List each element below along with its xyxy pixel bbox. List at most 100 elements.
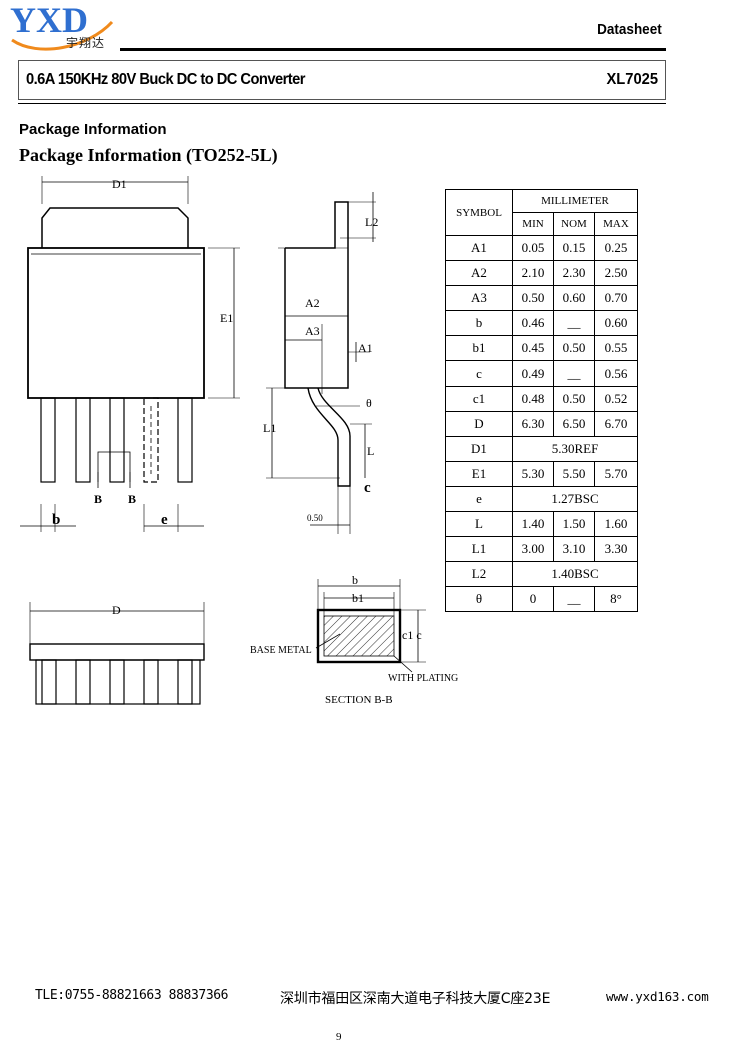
cell-nom: __ — [553, 586, 595, 613]
label-a1: A1 — [358, 341, 373, 355]
label-base-metal: BASE METAL — [250, 645, 312, 656]
footer-phone: TLE:0755-88821663 88837366 — [35, 988, 229, 1003]
cell-symbol: θ — [445, 586, 513, 613]
label-sec-b1: b1 — [352, 591, 364, 605]
cell-max: 0.25 — [594, 234, 638, 262]
cell-min: 0.49 — [512, 360, 554, 387]
label-sec-b: b — [352, 573, 358, 587]
cell-max: 3.30 — [594, 536, 638, 563]
cell-max: 1.60 — [594, 511, 638, 538]
section-bb-view — [315, 579, 426, 673]
cell-max: 8° — [594, 586, 638, 613]
cell-nom: 0.50 — [553, 385, 595, 412]
cell-symbol: b — [445, 310, 513, 337]
cell-nom: 6.50 — [553, 410, 595, 437]
title-bar — [18, 60, 666, 100]
section-subtitle: Package Information (TO252-5L) — [19, 145, 278, 165]
label-050: 0.50 — [307, 513, 323, 523]
header-rule — [120, 48, 666, 51]
cell-max: 6.70 — [594, 410, 638, 437]
cell-min: 2.10 — [512, 260, 554, 287]
cell-max: 0.52 — [594, 385, 638, 412]
cell-max: 0.56 — [594, 360, 638, 387]
part-number: XL7025 — [606, 71, 658, 88]
logo-subtitle: 宇翔达 — [66, 36, 106, 50]
product-title: 0.6A 150KHz 80V Buck DC to DC Converter — [26, 71, 306, 88]
label-b-section-1: B — [94, 492, 102, 506]
cell-symbol: c — [445, 360, 513, 387]
cell-symbol: L2 — [445, 561, 513, 588]
cell-min: 0.48 — [512, 385, 554, 412]
cell-max: 0.60 — [594, 310, 638, 337]
label-e: e — [161, 512, 168, 528]
header-symbol: SYMBOL — [445, 189, 513, 236]
cell-nom: __ — [553, 360, 595, 387]
cell-symbol: D — [445, 410, 513, 437]
doc-type-label: Datasheet — [597, 21, 662, 38]
header-nom: NOM — [553, 212, 595, 236]
cell-min: 0.50 — [512, 285, 554, 312]
cell-symbol: L1 — [445, 536, 513, 563]
label-c: c — [364, 480, 371, 496]
cell-span-value: 1.27BSC — [512, 485, 638, 513]
cell-min: 5.30 — [512, 460, 554, 487]
label-d1: D1 — [112, 177, 127, 191]
cell-min: 0.46 — [512, 310, 554, 337]
label-a3: A3 — [305, 324, 320, 338]
package-drawing: D1 E1 B B b e L2 A2 A3 A1 θ L1 L c 0.50 … — [20, 176, 458, 706]
cell-symbol: D1 — [445, 435, 513, 462]
label-e1: E1 — [220, 311, 233, 325]
footer-address: 深圳市福田区深南大道电子科技大厦C座23E — [280, 991, 551, 1007]
label-a2: A2 — [305, 296, 320, 310]
cell-symbol: c1 — [445, 385, 513, 412]
cell-min: 0.05 — [512, 234, 554, 262]
header-min: MIN — [512, 212, 554, 236]
cell-max: 0.70 — [594, 285, 638, 312]
cell-nom: 0.50 — [553, 335, 595, 362]
label-b: b — [52, 512, 60, 528]
label-sec-c1c: c1 c — [402, 628, 422, 642]
cell-nom: 0.60 — [553, 285, 595, 312]
cell-symbol: L — [445, 511, 513, 538]
label-l: L — [367, 444, 374, 458]
title-rule — [18, 103, 666, 104]
side-view — [266, 192, 376, 534]
cell-symbol: A2 — [445, 260, 513, 287]
cell-max: 5.70 — [594, 460, 638, 487]
cell-symbol: A3 — [445, 285, 513, 312]
cell-nom: 1.50 — [553, 511, 595, 538]
label-section-bb: SECTION B-B — [325, 694, 393, 706]
top-view — [20, 176, 240, 532]
cell-span-value: 1.40BSC — [512, 561, 638, 588]
company-logo: YXD — [10, 0, 114, 51]
cell-min: 3.00 — [512, 536, 554, 563]
cell-min: 0 — [512, 586, 554, 613]
section-title: Package Information — [19, 121, 167, 138]
label-d: D — [112, 603, 121, 617]
label-theta: θ — [366, 396, 372, 410]
cell-nom: 2.30 — [553, 260, 595, 287]
front-view — [29, 602, 205, 705]
cell-nom: __ — [553, 310, 595, 337]
cell-symbol: b1 — [445, 335, 513, 362]
cell-max: 0.55 — [594, 335, 638, 362]
cell-max: 2.50 — [594, 260, 638, 287]
cell-symbol: E1 — [445, 460, 513, 487]
header-unit: MILLIMETER — [512, 189, 638, 213]
